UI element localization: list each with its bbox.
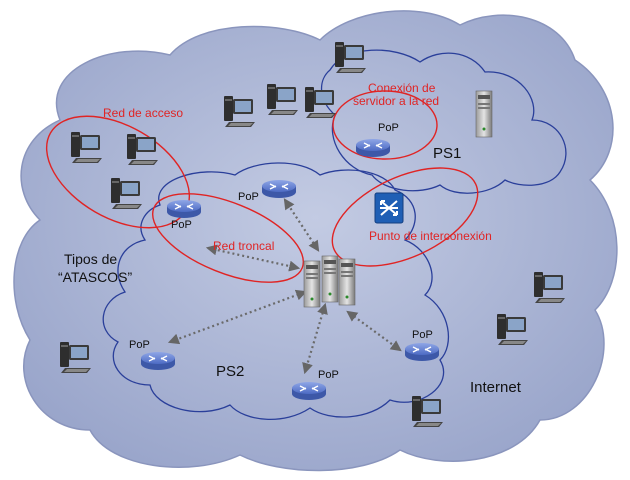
pop-label: PoP xyxy=(171,219,192,231)
router-icon xyxy=(261,179,297,199)
server-tower-icon xyxy=(321,255,339,303)
traffic-jam-label-line1: Tipos de xyxy=(64,251,117,267)
server-connection-label-line1: Conexión de xyxy=(368,81,436,95)
internet-label: Internet xyxy=(470,379,522,396)
backbone-link-pop-right xyxy=(346,310,402,352)
interconnection-highlight xyxy=(331,167,479,267)
router-icon xyxy=(404,342,440,362)
pop-label: PoP xyxy=(412,329,433,341)
router-icon xyxy=(355,138,391,158)
server-connection-label-line2: servidor a la red xyxy=(353,94,439,108)
pop-label: PoP xyxy=(378,122,399,134)
server-tower-icon xyxy=(475,90,493,138)
traffic-jam-label-line2: “ATASCOS” xyxy=(58,269,132,285)
pop-label: PoP xyxy=(318,369,339,381)
ps1-label: PS1 xyxy=(433,145,461,162)
backbone-link-pop-bottom-left xyxy=(167,289,308,345)
server-tower-icon xyxy=(303,260,321,308)
pop-label: PoP xyxy=(129,339,150,351)
router-icon xyxy=(291,381,327,401)
router-icon xyxy=(166,199,202,219)
internet-cloud xyxy=(13,10,618,472)
server-connection-highlight xyxy=(332,90,438,160)
server-tower-icon xyxy=(338,258,356,306)
backbone-links xyxy=(167,198,402,375)
router-icon xyxy=(140,351,176,371)
access-network-label: Red de acceso xyxy=(103,106,183,120)
backbone-link-pop-left xyxy=(205,244,301,272)
backbone-label: Red troncal xyxy=(213,239,274,253)
interconnect-router-icon xyxy=(374,192,404,224)
backbone-link-pop-bottom xyxy=(302,302,328,375)
ps2-label: PS2 xyxy=(216,363,244,380)
ps2-network-outline xyxy=(102,162,450,420)
ps1-network-outline xyxy=(320,49,567,194)
interconnection-label: Punto de interconexión xyxy=(369,229,492,243)
pop-label: PoP xyxy=(238,191,259,203)
